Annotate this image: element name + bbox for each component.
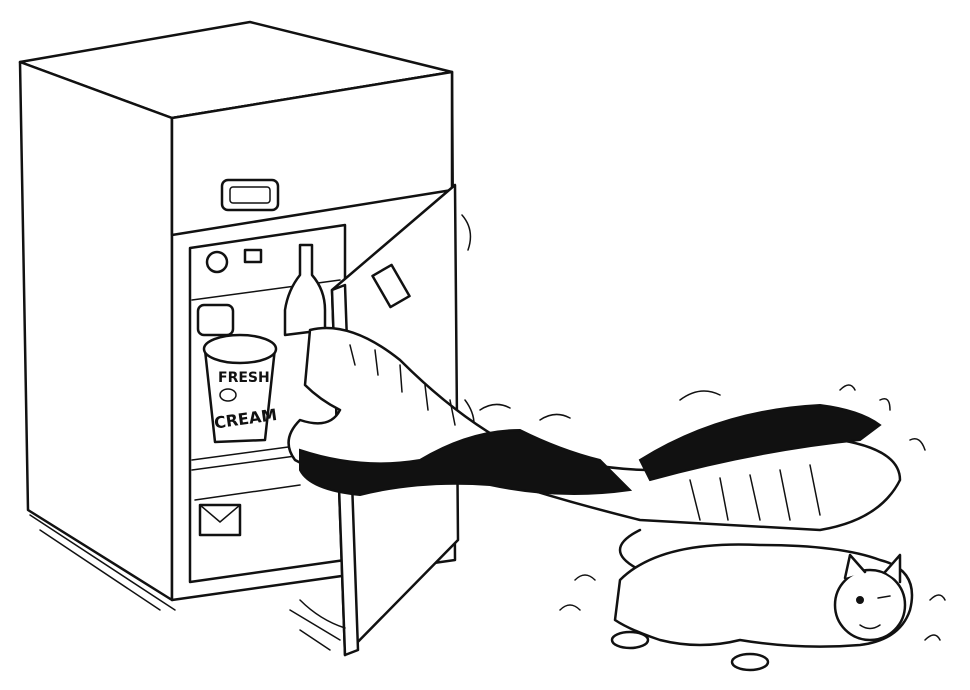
- cat-head: [833, 568, 907, 642]
- fridge-side: [18, 60, 174, 602]
- door-handle: [371, 263, 411, 309]
- carton-label-fresh: FRESH: [218, 370, 270, 386]
- cat-paw: [610, 630, 650, 650]
- floor-hatching: [29, 514, 341, 651]
- stretched-cat: [287, 326, 946, 672]
- fresh-cream-carton: FRESH CREAM: [202, 333, 278, 444]
- thermostat-knob: [205, 250, 229, 274]
